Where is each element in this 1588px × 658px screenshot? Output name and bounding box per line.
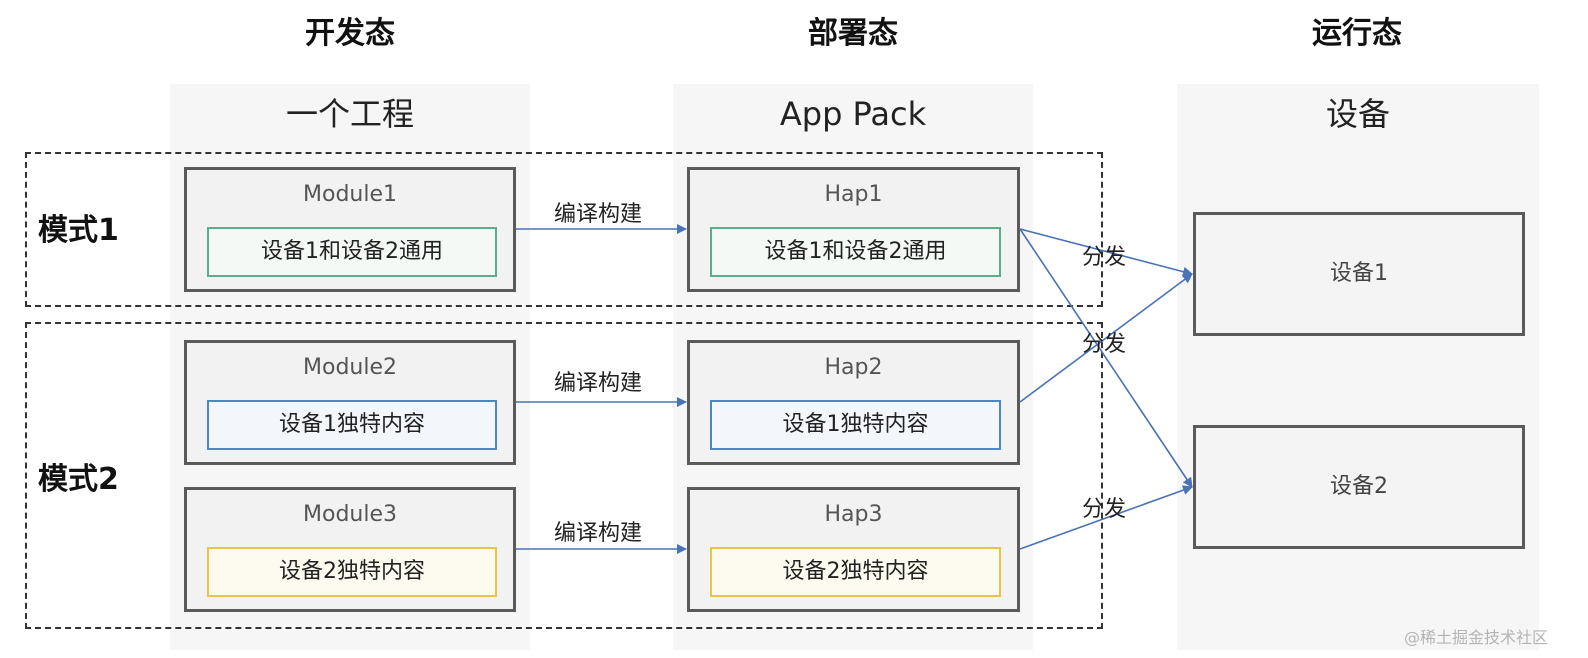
module-card: Module2 设备1独特内容	[184, 340, 516, 465]
stage-title-runtime: 运行态	[1312, 16, 1402, 51]
device2-box: 设备2	[1193, 425, 1525, 549]
module-content: 设备2独特内容	[207, 547, 497, 597]
watermark: @稀土掘金技术社区	[1404, 628, 1549, 647]
device1-box: 设备1	[1193, 212, 1525, 336]
hap-title: Hap2	[824, 355, 883, 380]
hap-card: Hap3 设备2独特内容	[687, 487, 1020, 612]
module-content: 设备1独特内容	[207, 400, 497, 450]
column-title-project: 一个工程	[285, 95, 414, 133]
hap-content: 设备2独特内容	[710, 547, 1001, 597]
module-title: Module1	[303, 182, 397, 207]
module-title: Module3	[303, 502, 397, 527]
hap-card: Hap1 设备1和设备2通用	[687, 167, 1020, 292]
stage-title-dev: 开发态	[305, 16, 395, 51]
hap-title: Hap1	[824, 182, 883, 207]
module-card: Module3 设备2独特内容	[184, 487, 516, 612]
module-title: Module2	[303, 355, 397, 380]
module-content: 设备1和设备2通用	[207, 227, 497, 277]
stage-title-deploy: 部署态	[808, 16, 898, 51]
build-label: 编译构建	[554, 202, 643, 227]
hap-content: 设备1独特内容	[710, 400, 1001, 450]
hap-content: 设备1和设备2通用	[710, 227, 1001, 277]
distribute-label: 分发	[1082, 245, 1127, 270]
build-label: 编译构建	[554, 521, 643, 546]
device-column	[1177, 84, 1539, 650]
column-title-device: 设备	[1325, 95, 1390, 133]
column-title-app-pack: App Pack	[779, 95, 927, 133]
distribute-label: 分发	[1082, 497, 1127, 522]
build-label: 编译构建	[554, 371, 643, 396]
mode1-label: 模式1	[38, 213, 119, 248]
module-card: Module1 设备1和设备2通用	[184, 167, 516, 292]
hap-card: Hap2 设备1独特内容	[687, 340, 1020, 465]
mode2-label: 模式2	[38, 462, 119, 497]
hap-title: Hap3	[824, 502, 883, 527]
distribute-label: 分发	[1082, 332, 1127, 357]
